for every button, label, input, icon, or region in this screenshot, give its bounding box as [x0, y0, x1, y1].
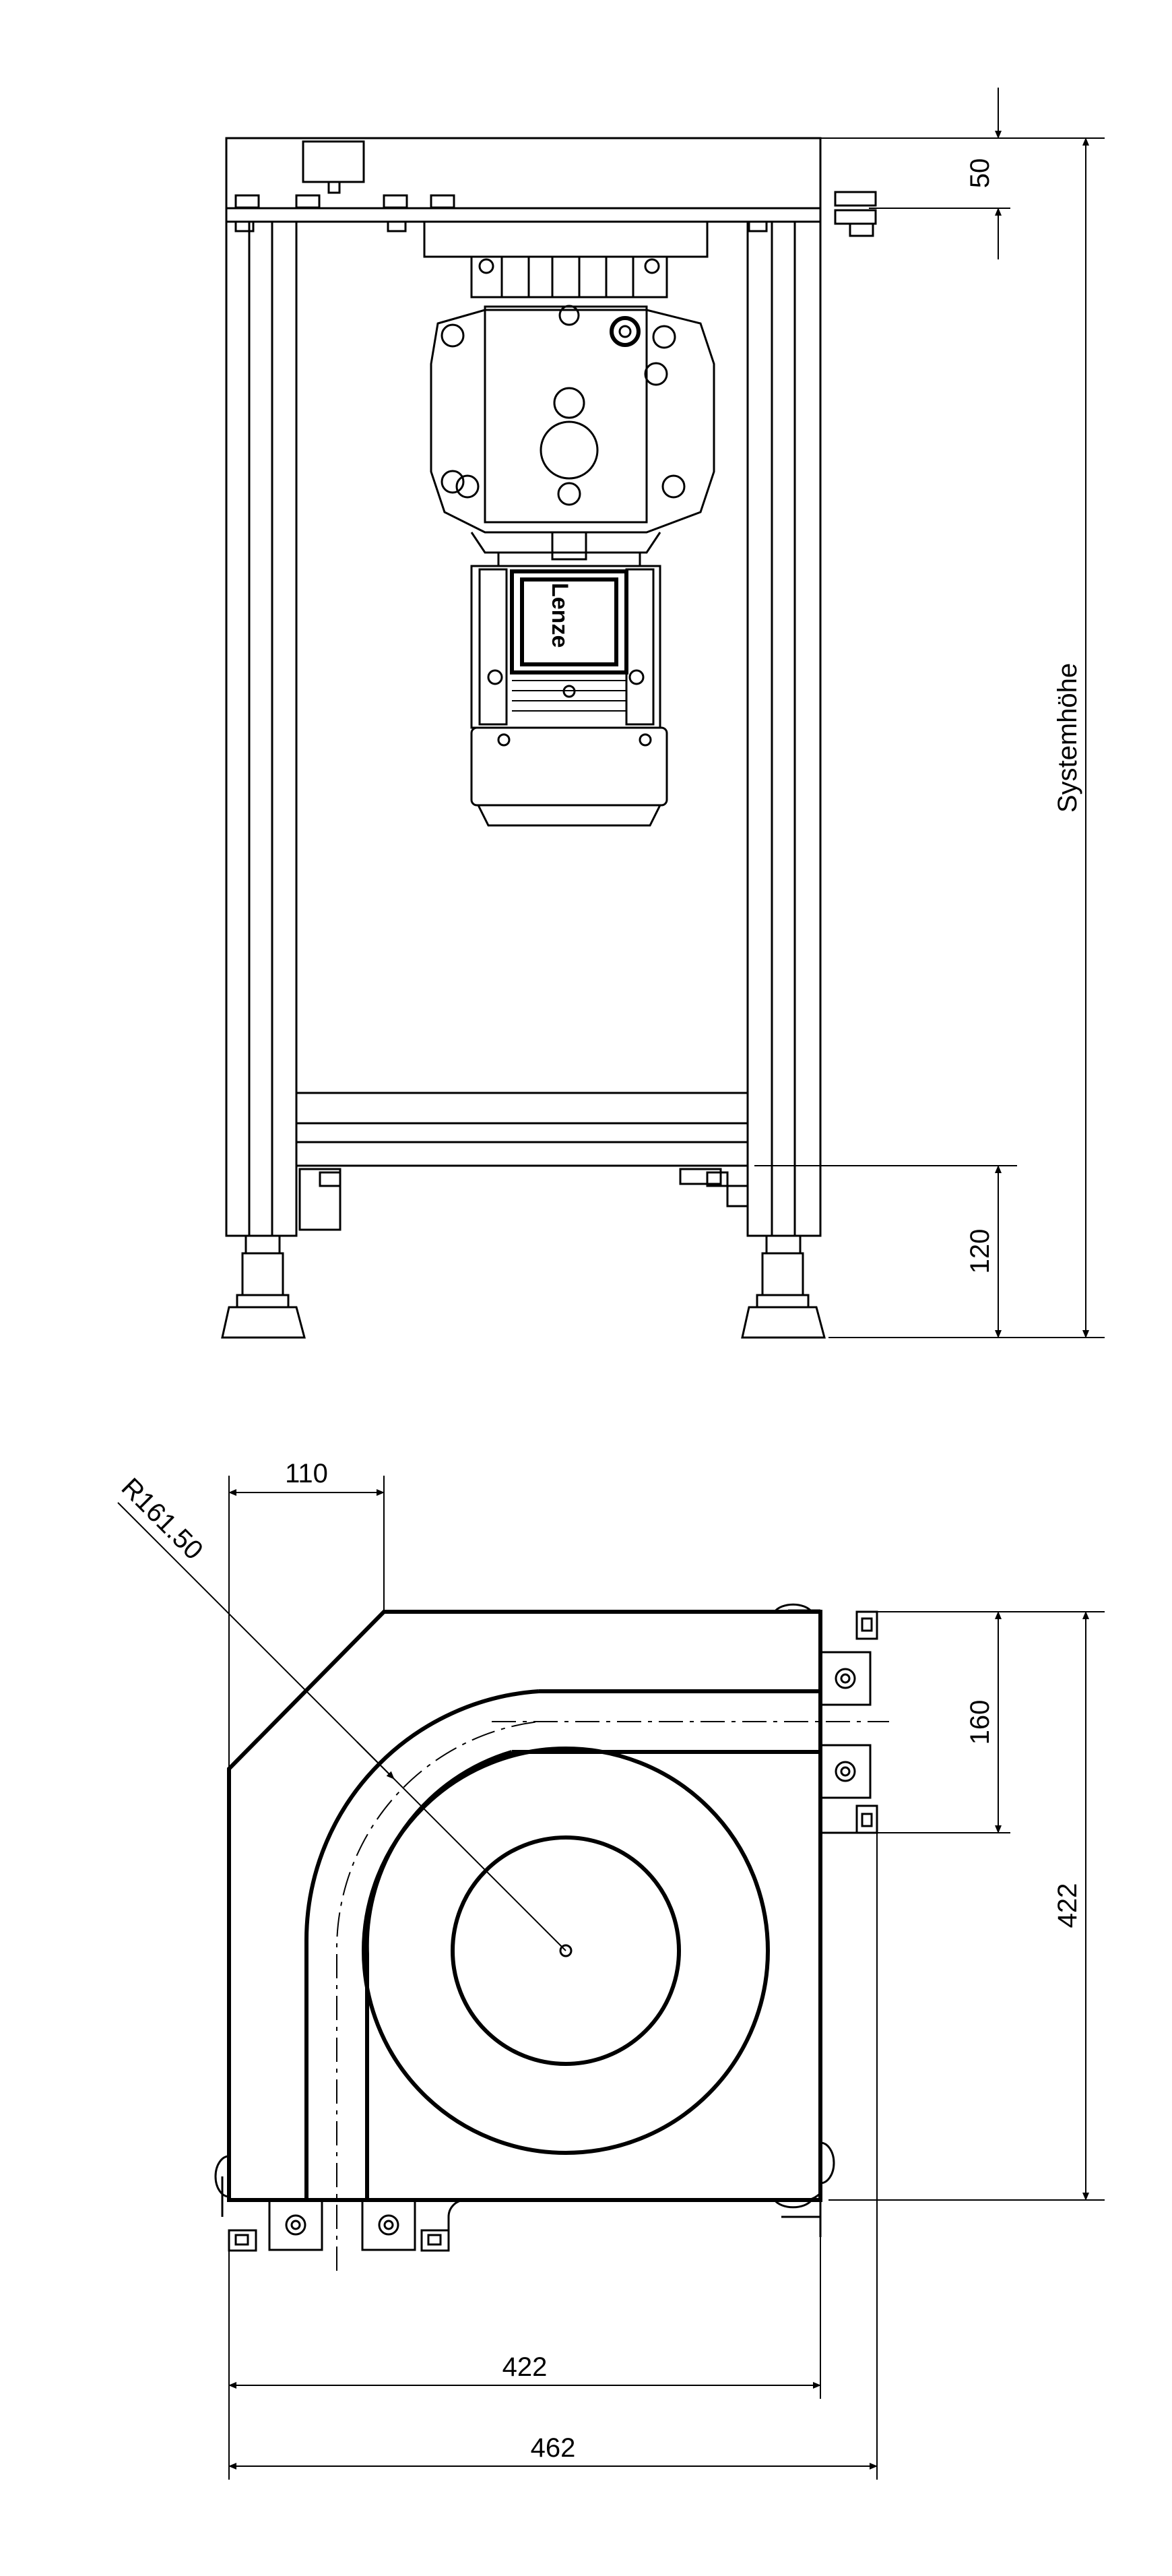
top-view: R161.50 110 160 422 422 462 [116, 1459, 1105, 2480]
dimensions-top: R161.50 110 160 422 422 462 [116, 1459, 1105, 2480]
top-rail [225, 207, 822, 223]
drive-drum-inner [451, 1835, 681, 2066]
gearbox [430, 305, 715, 567]
dim-track-width: 160 [965, 1700, 995, 1745]
left-leg [225, 220, 251, 1237]
dim-radius: R161.50 [116, 1472, 209, 1565]
dim-system-height: Systemhöhe [1053, 663, 1082, 813]
front-view: Lenze 50 120 Systemhöhe [221, 88, 1105, 1339]
dim-bottom-clearance: 120 [965, 1229, 995, 1274]
dimensions-front: 50 120 Systemhöhe [754, 88, 1105, 1338]
bracket-right-top [819, 1651, 872, 1706]
right-leg [746, 220, 773, 1237]
dim-top-thickness: 50 [965, 158, 995, 189]
bracket-bottom-right [361, 2199, 416, 2251]
bracket-right-bottom [819, 1744, 872, 1799]
curve-frame-outline [227, 1610, 822, 2202]
motor: Lenze [470, 565, 668, 827]
gearbox-mount-plate [423, 220, 709, 258]
drive-drum-outer [362, 1747, 770, 2155]
dim-side-length: 422 [1053, 1883, 1082, 1928]
dim-width-inner: 422 [502, 2352, 548, 2382]
lower-crossbar [295, 1092, 749, 1125]
foot-right [741, 1234, 826, 1339]
dim-width-outer: 462 [531, 2433, 576, 2463]
bracket-bottom-left [268, 2199, 323, 2251]
dim-corner: 110 [285, 1459, 328, 1488]
foot-left [221, 1234, 306, 1339]
sensor-box [302, 140, 365, 183]
motor-brand-logo: Lenze [547, 583, 573, 648]
